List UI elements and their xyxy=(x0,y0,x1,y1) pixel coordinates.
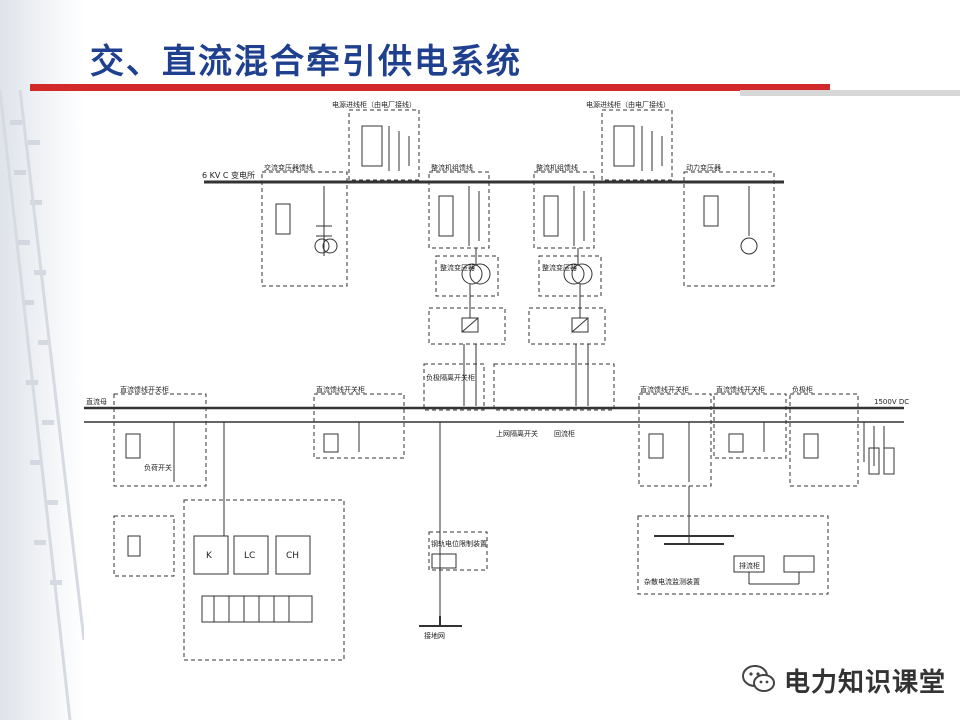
dc-feeder-label-4: 直流馈线开关柜 xyxy=(716,385,765,394)
watermark: 电力知识课堂 xyxy=(742,662,946,699)
rectifier-transformer-box-1 xyxy=(435,255,499,297)
rectifier-transformer-box-2 xyxy=(538,255,602,297)
dc-feeder-box-4 xyxy=(713,393,787,459)
slide-title: 交、直流混合牵引供电系统 xyxy=(90,42,522,82)
dc-feeder-label-1: 直流馈线开关柜 xyxy=(120,385,169,394)
rail-potential-limiter-box xyxy=(428,531,488,571)
drainage-cabinet-block xyxy=(637,515,829,595)
traction-power-diagram: 电源进线柜（由电厂接线） 电源进线柜（由电厂接线） 6 KV C 变电所 交流变… xyxy=(84,96,960,720)
left-decoration-pattern xyxy=(0,89,84,720)
rectifier-box-2 xyxy=(528,307,606,345)
right-block-label: 排流柜 xyxy=(739,561,760,570)
dc-feeder-box-3 xyxy=(638,393,712,487)
title-underline-red xyxy=(30,84,830,91)
mid-label-2: 上网隔离开关 xyxy=(496,429,538,438)
left-decorative-band xyxy=(0,0,84,720)
top-box-label-1: 电源进线柜（由电厂接线） xyxy=(332,100,416,109)
ac-feeder-label-4: 动力变压器 xyxy=(686,163,721,172)
ac-feeder-box-3 xyxy=(533,171,595,249)
dc-bus-label: 直流母 xyxy=(86,397,107,406)
ground-label: 接地网 xyxy=(424,631,445,640)
ac-feeder-box-4 xyxy=(683,171,775,287)
mid-label-3: 回流柜 xyxy=(554,429,575,438)
wechat-icon xyxy=(742,664,776,698)
ac-feeder-label-1: 交流变压器馈线 xyxy=(264,163,313,172)
rectifier-label-2: 整流变压器 xyxy=(542,263,577,272)
ac-feeder-label-3: 整流机组馈线 xyxy=(536,163,578,172)
watermark-text: 电力知识课堂 xyxy=(784,668,947,698)
right-block-sub-label: 杂散电流监测装置 xyxy=(644,577,700,586)
k-label: K xyxy=(206,551,213,561)
load-switch-block xyxy=(183,499,345,661)
rectifier-label-1: 整流变压器 xyxy=(440,263,475,272)
negative-cabinet-box xyxy=(789,393,859,487)
left-small-box xyxy=(113,515,175,577)
rectifier-box-1 xyxy=(428,307,506,345)
negative-isolator-box xyxy=(423,363,485,411)
mid-label-1: 负极隔离开关柜 xyxy=(426,373,475,382)
dc-feeder-box-2 xyxy=(313,393,405,459)
dc-feeder-box-1 xyxy=(113,393,207,487)
single-line-diagram: 电源进线柜（由电厂接线） 电源进线柜（由电厂接线） 6 KV C 变电所 交流变… xyxy=(84,100,909,661)
center-label: 钢轨电位限制装置 xyxy=(431,539,487,548)
dc-feeder-label-2: 直流馈线开关柜 xyxy=(316,385,365,394)
ac-feeder-box-1 xyxy=(261,171,348,287)
lc-label: LC xyxy=(244,551,255,561)
dc-bus-right-label: 1500V DC xyxy=(874,398,909,406)
ac-feeder-box-2 xyxy=(428,171,490,249)
ac-feeder-label-2: 整流机组馈线 xyxy=(431,163,473,172)
title-underline-grey xyxy=(740,90,960,96)
dc-feeder-label-3: 直流馈线开关柜 xyxy=(640,385,689,394)
ch-label: CH xyxy=(286,551,299,561)
negative-cabinet-label: 负极柜 xyxy=(792,385,813,394)
left-block-label: 负荷开关 xyxy=(144,463,172,472)
return-cabinet-box xyxy=(493,363,615,411)
ac-bus-label: 6 KV C 变电所 xyxy=(202,170,255,180)
top-box-label-2: 电源进线柜（由电厂接线） xyxy=(586,100,670,109)
